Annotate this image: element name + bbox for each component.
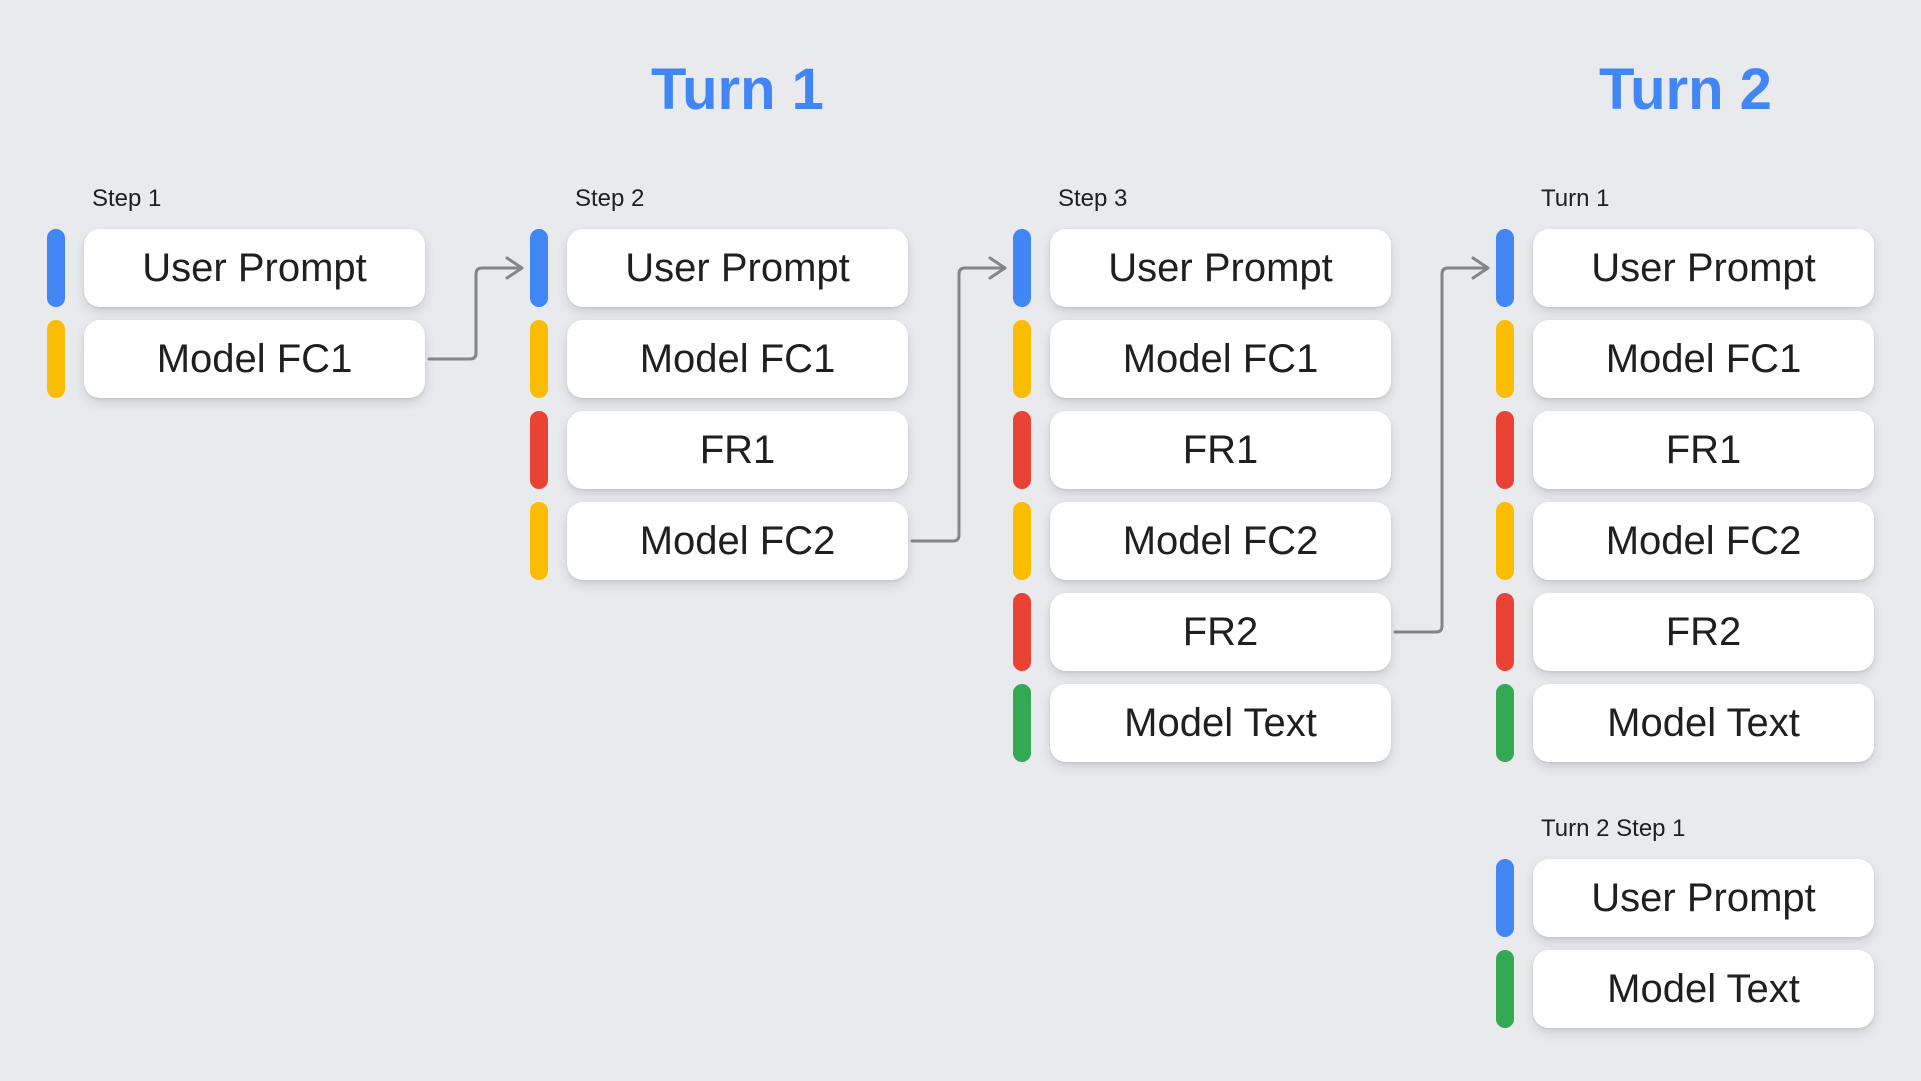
- card-fr1: FR1: [1533, 411, 1874, 489]
- card-label: FR1: [1182, 427, 1259, 472]
- turn-1-heading: Turn 1: [651, 57, 824, 122]
- card-user-prompt: User Prompt: [1050, 229, 1391, 307]
- card-fr2: FR2: [1050, 593, 1391, 671]
- card-user-prompt: User Prompt: [567, 229, 908, 307]
- row-model-text: Model Text: [1013, 684, 1391, 762]
- card-label: Model Text: [1607, 700, 1800, 745]
- color-bar-model-function-call: [530, 320, 548, 398]
- row-user-prompt: User Prompt: [1496, 859, 1874, 937]
- card-label: Model Text: [1124, 700, 1317, 745]
- card-label: Model FC1: [156, 336, 353, 381]
- card-model-text: Model Text: [1533, 684, 1874, 762]
- card-label: Model FC1: [1605, 336, 1802, 381]
- color-bar-function-response: [1496, 593, 1514, 671]
- card-model-text: Model Text: [1533, 950, 1874, 1028]
- flow-arrow-1: [427, 256, 524, 361]
- row-model-fc1: Model FC1: [47, 320, 425, 398]
- card-model-fc2: Model FC2: [1533, 502, 1874, 580]
- row-model-fc1: Model FC1: [530, 320, 908, 398]
- color-bar-user-prompt: [47, 229, 65, 307]
- card-label: Model FC1: [1122, 336, 1319, 381]
- card-label: Model FC1: [639, 336, 836, 381]
- color-bar-model-function-call: [1013, 320, 1031, 398]
- row-fr1: FR1: [1496, 411, 1874, 489]
- card-model-fc1: Model FC1: [567, 320, 908, 398]
- column-label: Turn 2 Step 1: [1541, 815, 1686, 842]
- color-bar-function-response: [1496, 411, 1514, 489]
- color-bar-function-response: [1013, 593, 1031, 671]
- card-fr2: FR2: [1533, 593, 1874, 671]
- color-bar-model-function-call: [1496, 502, 1514, 580]
- card-label: FR1: [1665, 427, 1742, 472]
- color-bar-model-text: [1496, 950, 1514, 1028]
- color-bar-user-prompt: [1496, 859, 1514, 937]
- card-label: Model FC2: [639, 518, 836, 563]
- color-bar-function-response: [530, 411, 548, 489]
- row-model-text: Model Text: [1496, 950, 1874, 1028]
- card-model-fc1: Model FC1: [1533, 320, 1874, 398]
- row-model-text: Model Text: [1496, 684, 1874, 762]
- card-user-prompt: User Prompt: [84, 229, 425, 307]
- color-bar-model-function-call: [530, 502, 548, 580]
- card-fr1: FR1: [1050, 411, 1391, 489]
- row-user-prompt: User Prompt: [530, 229, 908, 307]
- color-bar-model-function-call: [1496, 320, 1514, 398]
- row-model-fc2: Model FC2: [1496, 502, 1874, 580]
- card-model-fc2: Model FC2: [567, 502, 908, 580]
- card-label: User Prompt: [625, 245, 850, 290]
- turn-2-heading: Turn 2: [1599, 57, 1772, 122]
- column-label: Step 3: [1058, 185, 1128, 212]
- card-label: FR1: [699, 427, 776, 472]
- row-model-fc2: Model FC2: [1013, 502, 1391, 580]
- flow-arrow-2: [910, 256, 1007, 543]
- row-model-fc2: Model FC2: [530, 502, 908, 580]
- row-user-prompt: User Prompt: [1013, 229, 1391, 307]
- card-label: Model Text: [1607, 966, 1800, 1011]
- card-fr1: FR1: [567, 411, 908, 489]
- row-fr2: FR2: [1496, 593, 1874, 671]
- card-label: Model FC2: [1605, 518, 1802, 563]
- row-fr1: FR1: [530, 411, 908, 489]
- color-bar-user-prompt: [1496, 229, 1514, 307]
- color-bar-user-prompt: [530, 229, 548, 307]
- row-model-fc1: Model FC1: [1496, 320, 1874, 398]
- color-bar-function-response: [1013, 411, 1031, 489]
- row-fr2: FR2: [1013, 593, 1391, 671]
- column-label: Turn 1: [1541, 185, 1610, 212]
- card-label: FR2: [1182, 609, 1259, 654]
- color-bar-model-function-call: [47, 320, 65, 398]
- row-user-prompt: User Prompt: [47, 229, 425, 307]
- row-model-fc1: Model FC1: [1013, 320, 1391, 398]
- card-label: User Prompt: [1591, 875, 1816, 920]
- color-bar-model-text: [1013, 684, 1031, 762]
- card-model-fc1: Model FC1: [1050, 320, 1391, 398]
- card-user-prompt: User Prompt: [1533, 859, 1874, 937]
- card-model-fc2: Model FC2: [1050, 502, 1391, 580]
- column-label: Step 1: [92, 185, 162, 212]
- card-model-fc1: Model FC1: [84, 320, 425, 398]
- row-fr1: FR1: [1013, 411, 1391, 489]
- card-user-prompt: User Prompt: [1533, 229, 1874, 307]
- card-label: User Prompt: [142, 245, 367, 290]
- flow-arrow-3: [1393, 256, 1490, 634]
- card-label: User Prompt: [1108, 245, 1333, 290]
- card-label: FR2: [1665, 609, 1742, 654]
- row-user-prompt: User Prompt: [1496, 229, 1874, 307]
- card-label: Model FC2: [1122, 518, 1319, 563]
- color-bar-model-function-call: [1013, 502, 1031, 580]
- card-model-text: Model Text: [1050, 684, 1391, 762]
- color-bar-user-prompt: [1013, 229, 1031, 307]
- color-bar-model-text: [1496, 684, 1514, 762]
- card-label: User Prompt: [1591, 245, 1816, 290]
- column-label: Step 2: [575, 185, 645, 212]
